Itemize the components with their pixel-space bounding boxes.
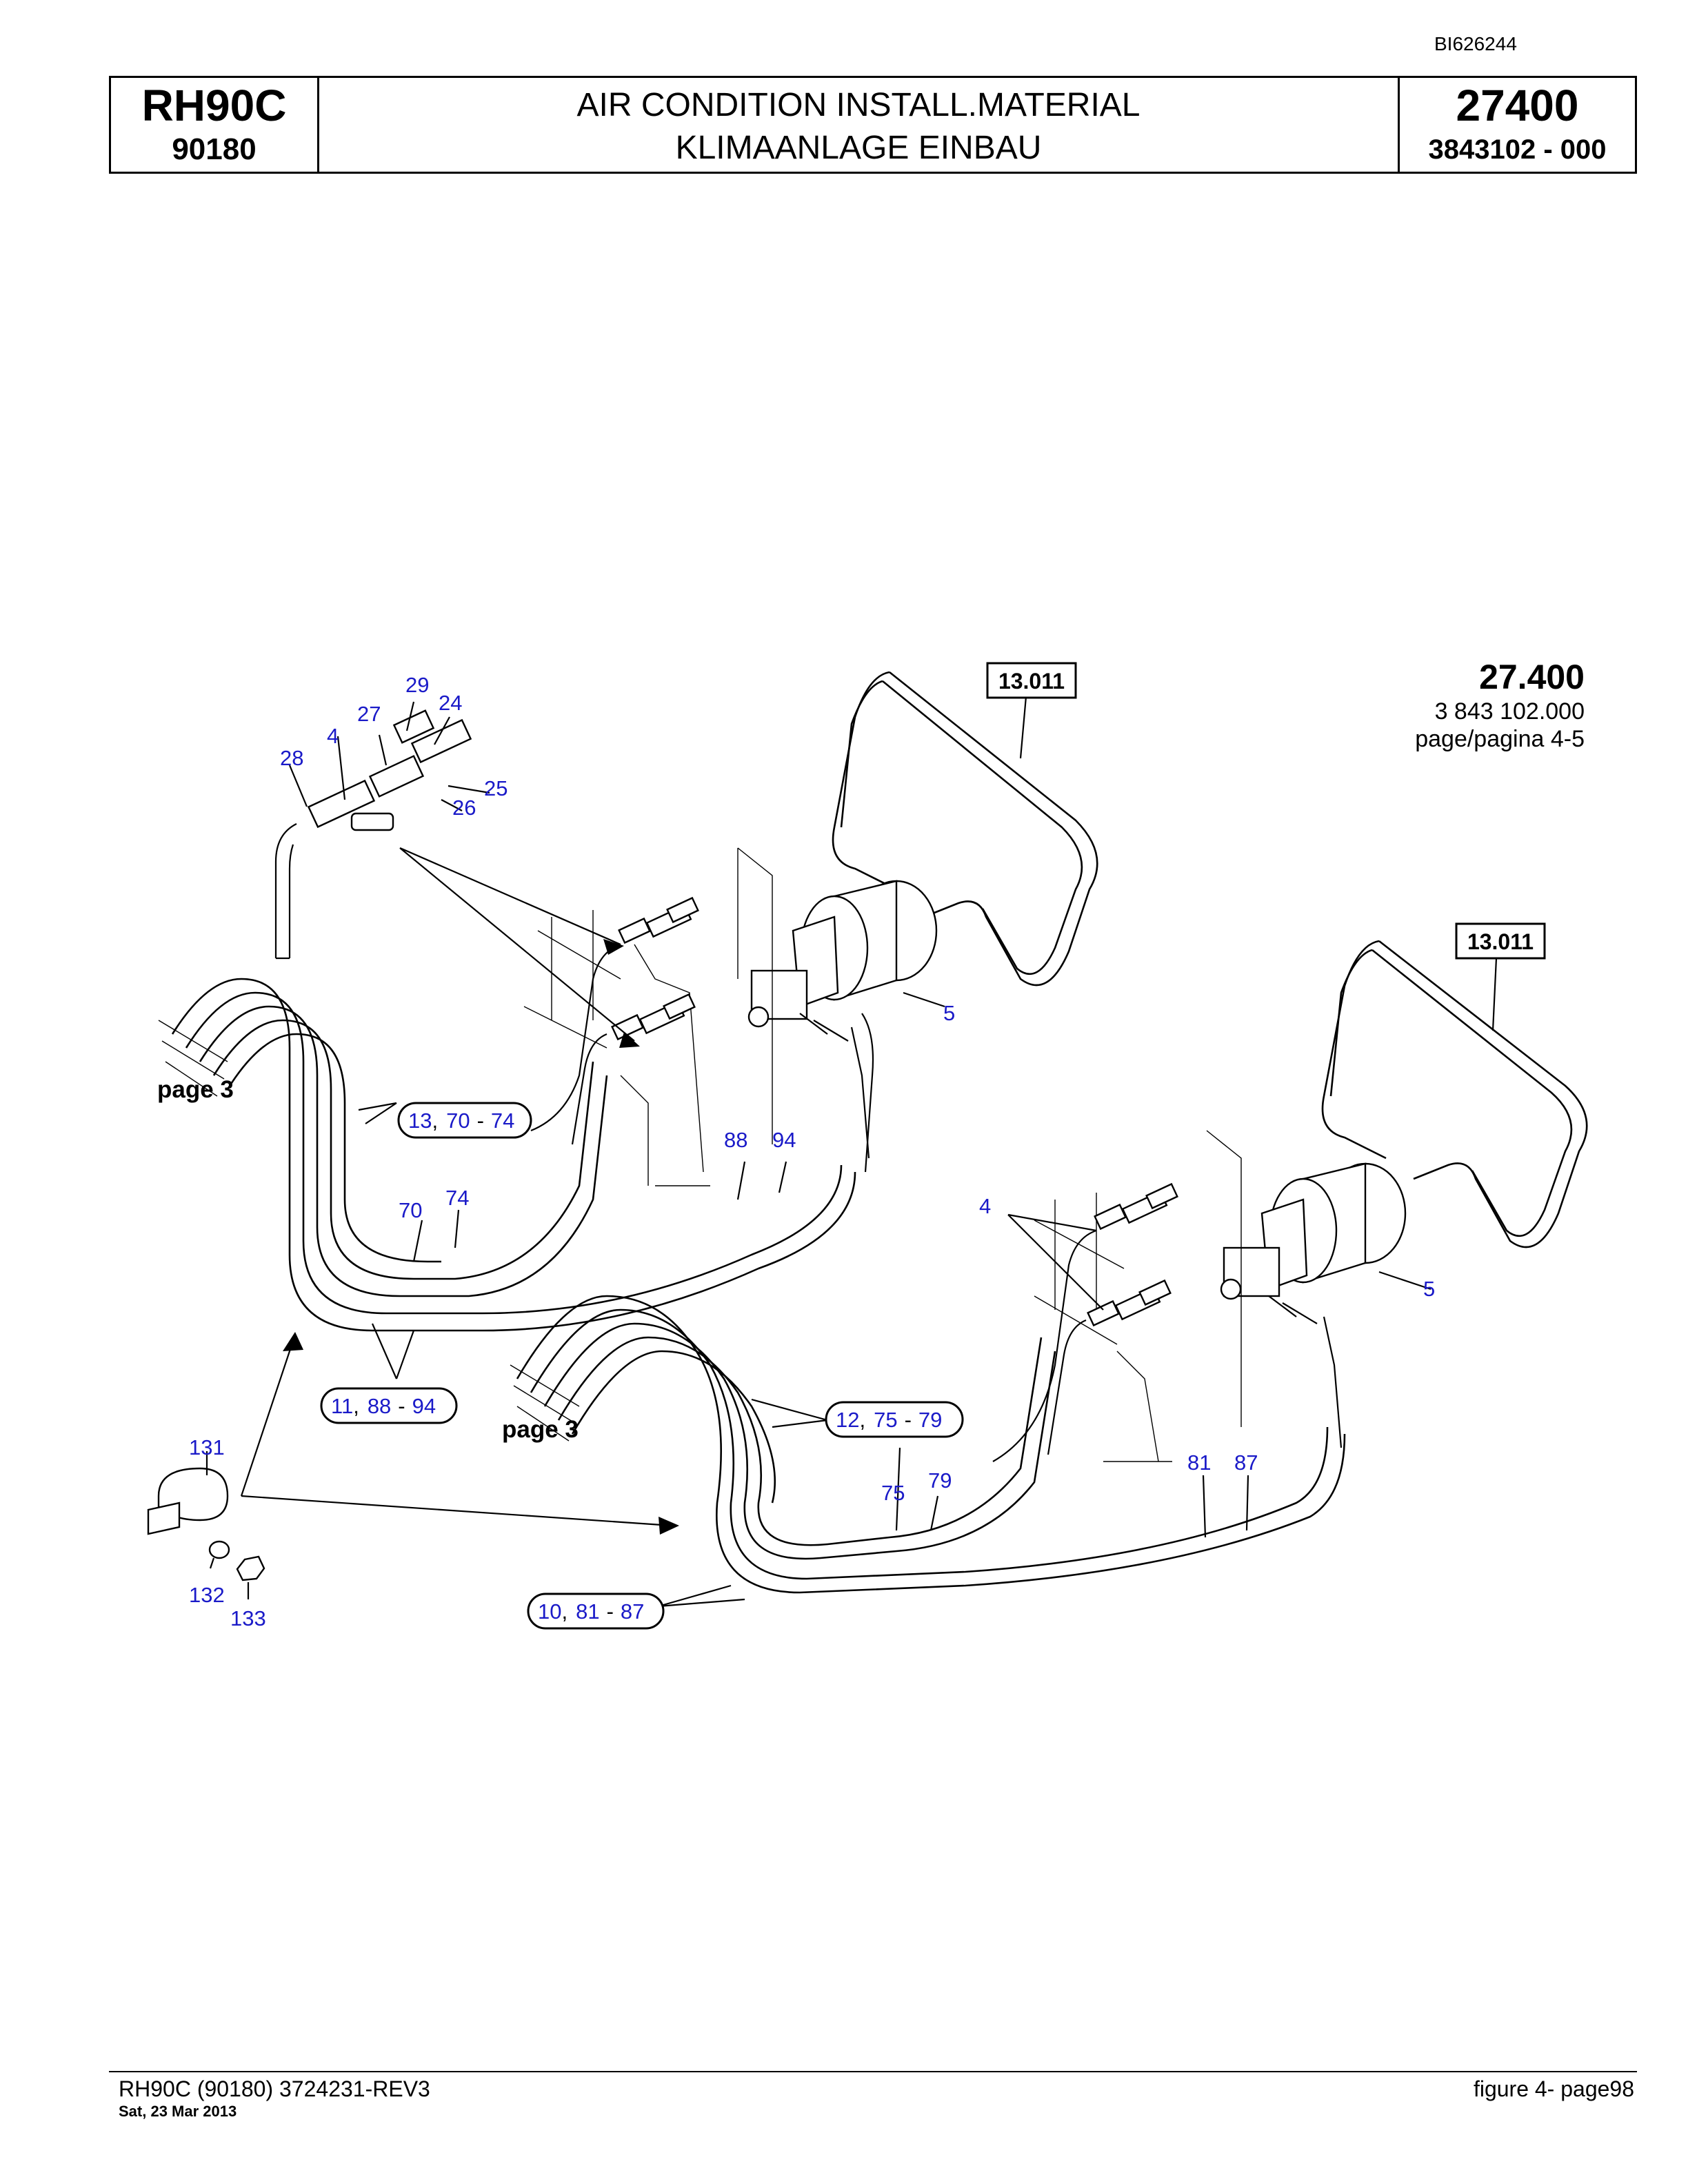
footer-page-ref: figure 4- page98 — [1473, 2076, 1634, 2101]
page-ref-lower: page 3 — [502, 1416, 579, 1443]
callout-70: 70 — [399, 1198, 422, 1222]
svg-text:10,81-87: 10, 81-87 — [538, 1599, 644, 1624]
reference-box-upper: 13.011 — [986, 662, 1077, 699]
engine-block-lower — [1034, 1130, 1242, 1462]
group2-start: 88 — [368, 1394, 391, 1418]
model-name: RH90C — [141, 81, 287, 130]
belt-lower — [1321, 940, 1588, 1248]
fitting-assembly-upper — [530, 896, 699, 1145]
reference-group: 27.400 — [1479, 658, 1585, 696]
callout-5-lower: 5 — [1423, 1277, 1435, 1301]
group4-dash: - — [607, 1599, 614, 1624]
callout-88: 88 — [724, 1128, 747, 1152]
group-number: 27400 — [1456, 81, 1579, 130]
group2-sep: , — [353, 1394, 359, 1418]
callout-79: 79 — [928, 1468, 952, 1493]
engine-block-upper — [523, 847, 773, 1186]
callout-26: 26 — [452, 796, 476, 820]
group3-start: 75 — [874, 1408, 897, 1432]
group1-start: 70 — [446, 1109, 470, 1133]
model-number: 90180 — [172, 132, 257, 166]
compressor-lower — [1220, 1162, 1407, 1448]
reference-block: 27.400 3 843 102.000 page/pagina 4-5 — [1415, 656, 1585, 753]
pressure-switch-detail — [274, 709, 472, 960]
reference-box-lower: 13.011 — [1455, 922, 1546, 960]
group1-first: 13 — [408, 1109, 432, 1133]
fitting-assembly-lower — [992, 1182, 1178, 1462]
group1-end: 74 — [491, 1109, 514, 1133]
group2-end: 94 — [412, 1394, 436, 1418]
group1-sep: , — [432, 1109, 438, 1133]
page-ref-upper: page 3 — [157, 1076, 234, 1103]
group1-dash: - — [477, 1109, 484, 1133]
box-label-upper: 13.011 — [998, 669, 1065, 694]
callout-133: 133 — [230, 1606, 266, 1630]
callout-group-13-70-74: 13, 70-74 — [397, 1102, 532, 1139]
group3-end: 79 — [918, 1408, 942, 1432]
callout-29: 29 — [405, 673, 429, 697]
title-english: AIR CONDITION INSTALL.MATERIAL — [576, 87, 1141, 123]
callout-5-upper: 5 — [943, 1001, 955, 1025]
model-cell: RH90C 90180 — [111, 78, 319, 172]
exploded-parts-diagram: 13.011 13.011 page 3 page 3 29 24 27 4 2… — [147, 662, 1588, 1630]
group4-sep: , — [561, 1599, 567, 1624]
group3-first: 12 — [836, 1408, 859, 1432]
reference-page: page/pagina 4-5 — [1415, 726, 1585, 752]
group4-end: 87 — [621, 1599, 644, 1624]
reference-part: 3 843 102.000 — [1434, 698, 1585, 725]
document-id: BI626244 — [1434, 33, 1517, 54]
title-block: RH90C 90180 AIR CONDITION INSTALL.MATERI… — [109, 76, 1637, 174]
title-cell: AIR CONDITION INSTALL.MATERIAL KLIMAANLA… — [319, 78, 1398, 172]
group3-dash: - — [905, 1408, 912, 1432]
callout-25: 25 — [484, 776, 508, 800]
hose-bundle-upper — [158, 978, 856, 1332]
callout-24: 24 — [439, 691, 462, 715]
group-cell: 27400 3843102 - 000 — [1398, 78, 1635, 172]
callout-28: 28 — [280, 746, 303, 770]
box-label-lower: 13.011 — [1467, 929, 1534, 954]
callout-75: 75 — [881, 1481, 905, 1505]
footer-rule — [109, 2071, 1637, 2072]
callout-74: 74 — [445, 1186, 469, 1210]
title-german: KLIMAANLAGE EINBAU — [675, 130, 1042, 166]
callout-81: 81 — [1187, 1450, 1211, 1475]
hose-bundle-lower — [510, 1295, 1346, 1594]
group3-sep: , — [859, 1408, 865, 1432]
group2-first: 11 — [331, 1394, 353, 1418]
footer-document-ref: RH90C (90180) 3724231-REV3 — [119, 2076, 430, 2101]
callout-numbers: 29 24 27 4 28 25 26 5 88 94 70 74 4 5 13… — [189, 673, 1435, 1630]
callout-27: 27 — [357, 702, 381, 726]
callout-87: 87 — [1234, 1450, 1258, 1475]
callout-4-upper: 4 — [327, 724, 339, 748]
callout-group-10-81-87: 10, 81-87 — [527, 1593, 665, 1630]
svg-text:12,75-79: 12, 75-79 — [836, 1408, 942, 1432]
hose-clamp-detail — [147, 1467, 265, 1581]
compressor-upper — [747, 880, 938, 1173]
callout-132: 132 — [189, 1583, 225, 1607]
part-number: 3843102 - 000 — [1428, 134, 1607, 165]
group2-dash: - — [398, 1394, 405, 1418]
callout-131: 131 — [189, 1435, 225, 1459]
group4-first: 10 — [538, 1599, 561, 1624]
footer-date: Sat, 23 Mar 2013 — [119, 2103, 237, 2120]
callout-94: 94 — [772, 1128, 796, 1152]
callout-group-11-88-94: 11, 88-94 — [320, 1387, 458, 1424]
svg-text:11,88-94: 11, 88-94 — [331, 1394, 436, 1418]
group4-start: 81 — [576, 1599, 599, 1624]
leader-lines — [205, 680, 1498, 1608]
callout-group-12-75-79: 12, 75-79 — [825, 1401, 964, 1438]
callout-4-lower: 4 — [979, 1194, 991, 1218]
svg-text:13,70-74: 13, 70-74 — [408, 1109, 514, 1133]
